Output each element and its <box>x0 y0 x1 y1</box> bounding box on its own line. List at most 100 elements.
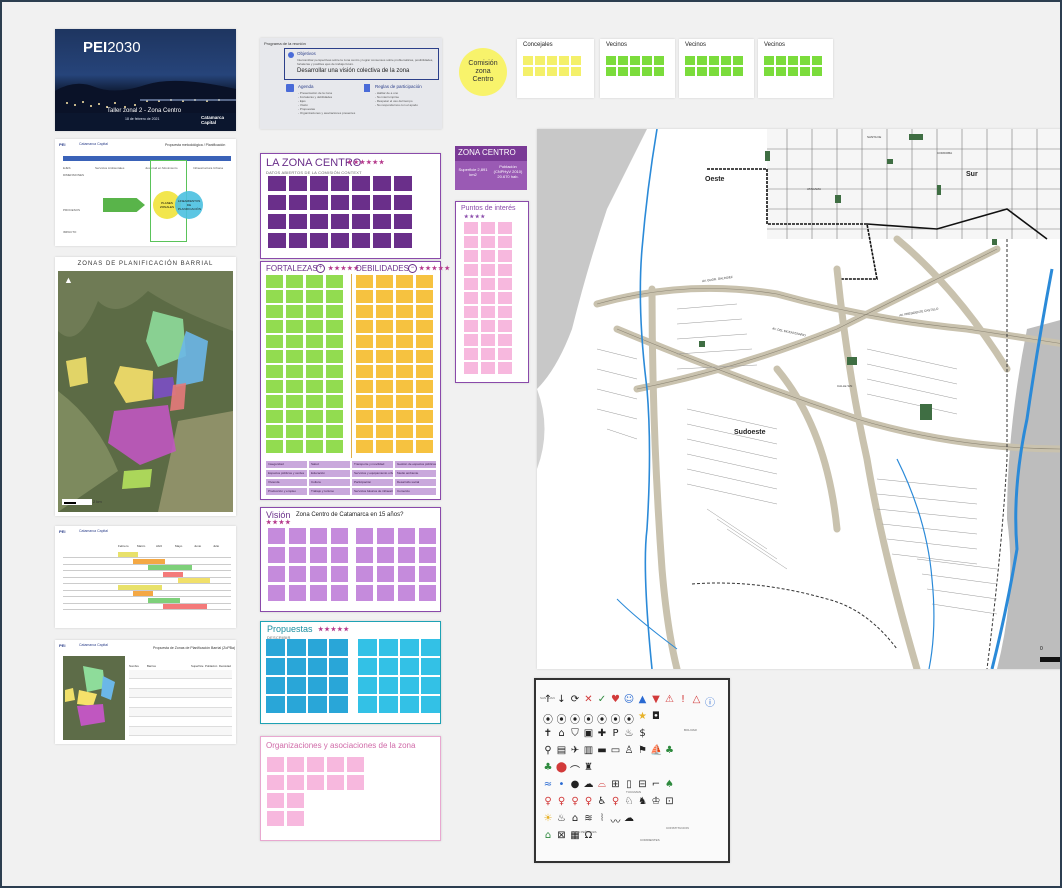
sticky-note[interactable] <box>733 56 743 65</box>
sticky-note[interactable] <box>326 290 343 303</box>
pin-icon[interactable]: ⦿ <box>597 715 607 726</box>
eje-tag[interactable]: Desarrollo social <box>395 479 436 486</box>
sticky-note[interactable] <box>306 305 323 318</box>
sticky-note[interactable] <box>356 365 373 378</box>
sticky-note[interactable] <box>331 195 349 210</box>
sticky-note[interactable] <box>398 585 415 601</box>
pin-icon[interactable]: ⦿ <box>570 715 580 726</box>
sticky-note[interactable] <box>356 305 373 318</box>
sticky-note[interactable] <box>396 305 413 318</box>
icon-palette-panel[interactable]: ↑↓⟳✕✓♥☺▲▼⚠!△ⓘ⦿⦿⦿⦿⦿⦿⦿★◘✝⌂⛉▣✚P♨$⚲▤✈▥▬▭♙⚑⛵♣… <box>534 678 730 863</box>
sticky-note[interactable] <box>376 365 393 378</box>
sticky-note[interactable] <box>398 566 415 582</box>
sticky-note[interactable] <box>776 67 786 76</box>
sticky-note[interactable] <box>376 290 393 303</box>
sticky-note[interactable] <box>547 56 557 65</box>
wheelchair-icon[interactable]: ♿ <box>597 796 607 807</box>
sticky-note[interactable] <box>379 639 398 656</box>
mushroom-icon[interactable]: ⬤ <box>555 762 568 773</box>
sticky-note[interactable] <box>352 214 370 229</box>
person-icon[interactable]: ♀ <box>557 796 566 807</box>
vision-panel[interactable]: Visión Zona Centro de Catamarca en 15 añ… <box>260 507 441 612</box>
sticky-note[interactable] <box>347 757 364 772</box>
eje-tag[interactable]: Servicios y equipamiento urbano <box>352 470 393 477</box>
sticky-note[interactable] <box>377 585 394 601</box>
eje-tag[interactable]: Gestión de espacios públicos <box>395 461 436 468</box>
programa-card[interactable]: Programa de la reunión Objetivos Interca… <box>260 38 442 129</box>
sticky-note[interactable] <box>416 380 433 393</box>
sticky-note[interactable] <box>326 320 343 333</box>
sticky-note[interactable] <box>286 380 303 393</box>
sticky-note[interactable] <box>289 547 306 563</box>
sticky-note[interactable] <box>327 775 344 790</box>
person-icon[interactable]: ♀ <box>571 796 579 807</box>
sticky-note[interactable] <box>709 56 719 65</box>
sticky-note[interactable] <box>306 410 323 423</box>
swimmer-icon[interactable]: ≋ <box>584 813 593 824</box>
signal-icon[interactable]: ⚑ <box>638 745 647 756</box>
sticky-note[interactable] <box>308 677 327 694</box>
sticky-note[interactable] <box>307 775 324 790</box>
sticky-note[interactable] <box>356 547 373 563</box>
sticky-note[interactable] <box>268 528 285 544</box>
sticky-note[interactable] <box>416 365 433 378</box>
eje-tag[interactable]: Cultura <box>309 479 350 486</box>
sticky-note[interactable] <box>788 56 798 65</box>
sticky-note[interactable] <box>286 395 303 408</box>
sticky-note[interactable] <box>481 306 495 318</box>
sticky-note[interactable] <box>287 658 306 675</box>
organizaciones-panel[interactable]: Organizaciones y asociaciones de la zona <box>260 736 441 841</box>
factory-icon[interactable]: ⌂ <box>571 813 579 824</box>
sticky-note[interactable] <box>286 365 303 378</box>
pin-icon[interactable]: ⦿ <box>543 715 553 726</box>
sticky-note[interactable] <box>394 176 412 191</box>
sticky-note[interactable] <box>289 214 307 229</box>
sticky-note[interactable] <box>267 775 284 790</box>
sticky-note[interactable] <box>287 811 304 826</box>
sticky-note[interactable] <box>266 658 285 675</box>
sticky-note[interactable] <box>654 56 664 65</box>
zona-centro-info[interactable]: ZONA CENTRO Superficie 2,891 km2 Poblaci… <box>455 146 527 190</box>
sticky-note[interactable] <box>289 233 307 248</box>
briefcase-icon[interactable]: ⊡ <box>665 796 674 807</box>
sticky-note[interactable] <box>396 335 413 348</box>
sticky-note[interactable] <box>331 233 349 248</box>
sticky-note[interactable] <box>394 195 412 210</box>
fire-icon[interactable]: ♨ <box>557 813 566 824</box>
sign-icon[interactable]: ⊞ <box>611 779 620 790</box>
sticky-note[interactable] <box>376 350 393 363</box>
sticky-note[interactable] <box>398 528 415 544</box>
sticky-note[interactable] <box>498 306 512 318</box>
sticky-note[interactable] <box>416 440 433 453</box>
sticky-note[interactable] <box>376 380 393 393</box>
cloud-icon[interactable]: ☁ <box>624 813 634 824</box>
sticky-note[interactable] <box>356 275 373 288</box>
sticky-note[interactable] <box>421 677 440 694</box>
sticky-note[interactable] <box>268 547 285 563</box>
sticky-note[interactable] <box>358 677 377 694</box>
sticky-note[interactable] <box>535 56 545 65</box>
sticky-note[interactable] <box>356 528 373 544</box>
sticky-note[interactable] <box>377 547 394 563</box>
sticky-note[interactable] <box>498 334 512 346</box>
sticky-note[interactable] <box>376 320 393 333</box>
sticky-note[interactable] <box>286 290 303 303</box>
sticky-note[interactable] <box>266 275 283 288</box>
sticky-note[interactable] <box>630 56 640 65</box>
bike-icon[interactable]: ⚲ <box>544 745 552 756</box>
sticky-note[interactable] <box>464 236 478 248</box>
sticky-note[interactable] <box>721 67 731 76</box>
sticky-note[interactable] <box>396 410 413 423</box>
sticky-note[interactable] <box>267 793 284 808</box>
sticky-note[interactable] <box>307 757 324 772</box>
building-icon[interactable]: ▦ <box>570 830 580 841</box>
sticky-note[interactable] <box>329 639 348 656</box>
dot-icon[interactable]: ● <box>570 779 580 790</box>
sticky-note[interactable] <box>358 639 377 656</box>
thumb-up-icon[interactable]: ▲ <box>638 694 647 705</box>
person-icon[interactable]: ♀ <box>611 796 620 807</box>
eje-tag[interactable]: Inseguridad <box>266 461 307 468</box>
sticky-note[interactable] <box>310 547 327 563</box>
thumb-down-icon[interactable]: ▼ <box>652 694 660 705</box>
